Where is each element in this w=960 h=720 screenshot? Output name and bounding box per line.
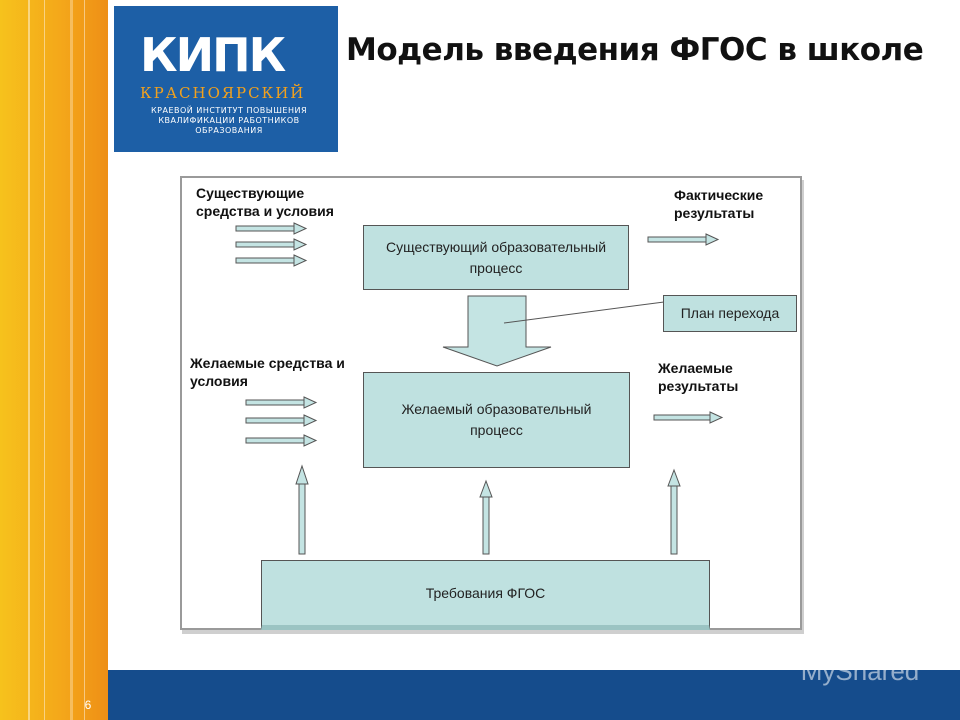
desired-results-label: Желаемые результаты xyxy=(658,360,739,394)
input-arrows-existing xyxy=(235,222,308,267)
desired-means-label: Желаемые средства и условия xyxy=(190,355,345,389)
right-arrow-icon xyxy=(245,396,318,409)
desired-process-box: Желаемый образовательный процесс xyxy=(363,372,630,468)
right-arrow-icon xyxy=(647,233,720,246)
transition-plan-box: План перехода xyxy=(663,295,797,332)
input-arrows-desired xyxy=(245,396,318,447)
logo-subtitle-line: КВАЛИФИКАЦИИ РАБОТНИКОВ xyxy=(158,116,300,125)
existing-process-box: Существующий образовательный процесс xyxy=(363,225,629,290)
actual-results-label: Фактические результаты xyxy=(674,187,764,221)
decorative-side-bar xyxy=(0,0,108,720)
logo-subtitle-line: ОБРАЗОВАНИЯ xyxy=(195,126,263,135)
watermark: MyShared xyxy=(800,656,920,686)
up-arrow-icon xyxy=(295,464,309,555)
footer-band xyxy=(108,670,960,720)
slide-number: 6 xyxy=(84,698,92,712)
logo-city: КРАСНОЯРСКИЙ xyxy=(140,84,306,102)
logo-subtitle-line: КРАЕВОЙ ИНСТИТУТ ПОВЫШЕНИЯ xyxy=(150,106,308,115)
right-arrow-icon xyxy=(245,414,318,427)
requirements-text: Требования ФГОС xyxy=(425,584,546,601)
transition-plan-text: План перехода xyxy=(680,305,780,321)
right-arrow-icon xyxy=(235,254,308,267)
right-arrow-icon xyxy=(235,222,308,235)
logo-mark: КИПК xyxy=(140,28,286,82)
page-title: Модель введения ФГОС в школе xyxy=(346,32,924,68)
logo-subtitle: КРАЕВОЙ ИНСТИТУТ ПОВЫШЕНИЯ КВАЛИФИКАЦИИ … xyxy=(134,106,324,136)
right-arrow-icon xyxy=(235,238,308,251)
callout-line xyxy=(503,301,665,324)
institute-logo: КИПК КРАСНОЯРСКИЙ КРАЕВОЙ ИНСТИТУТ ПОВЫШ… xyxy=(114,6,338,152)
requirements-box: Требования ФГОС xyxy=(261,560,710,630)
up-arrow-icon xyxy=(667,468,681,555)
desired-process-text: Желаемый образовательный процесс xyxy=(401,401,592,438)
down-arrow-icon xyxy=(442,295,552,367)
up-arrow-icon xyxy=(479,479,493,555)
right-arrow-icon xyxy=(653,411,724,424)
right-arrow-icon xyxy=(245,434,318,447)
existing-means-label: Существующие средства и условия xyxy=(196,185,334,219)
existing-process-text: Существующий образовательный процесс xyxy=(385,238,607,276)
